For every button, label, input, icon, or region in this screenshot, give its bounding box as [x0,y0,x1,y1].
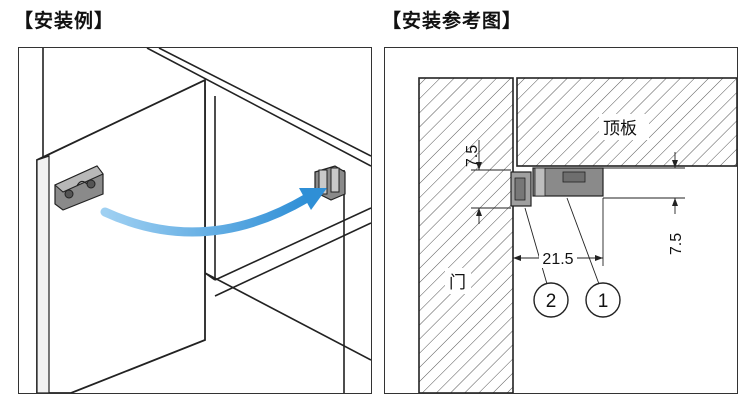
installation-reference-heading: 【安装参考图】 [382,11,523,32]
door-label: 门 [449,273,466,292]
callout-2-label: 2 [546,291,557,312]
callout-1-circle [585,282,621,318]
hardware-part-1 [532,167,604,197]
callout-2-circle [533,282,569,318]
door-plate-hardware [54,165,104,211]
reference-drawing: 顶板 门 [418,77,737,393]
cabinet-door [36,78,206,393]
dimension-right-vertical: 7.5 [668,233,685,255]
door-section [418,77,514,393]
hardware-part-2 [510,171,532,207]
installation-example-panel [18,47,372,394]
top-panel-label: 顶板 [603,119,637,138]
installation-example-heading: 【安装例】 [14,11,115,32]
dimension-horizontal: 21.5 [542,251,573,268]
arrow-head-icon [299,188,327,210]
callout-1-label: 1 [598,291,609,312]
installation-reference-panel: 顶板 门 [384,47,738,394]
mounting-arrow [100,193,312,237]
dimension-left-vertical: 7.5 [464,145,481,167]
cabinet-illustration [36,48,371,393]
